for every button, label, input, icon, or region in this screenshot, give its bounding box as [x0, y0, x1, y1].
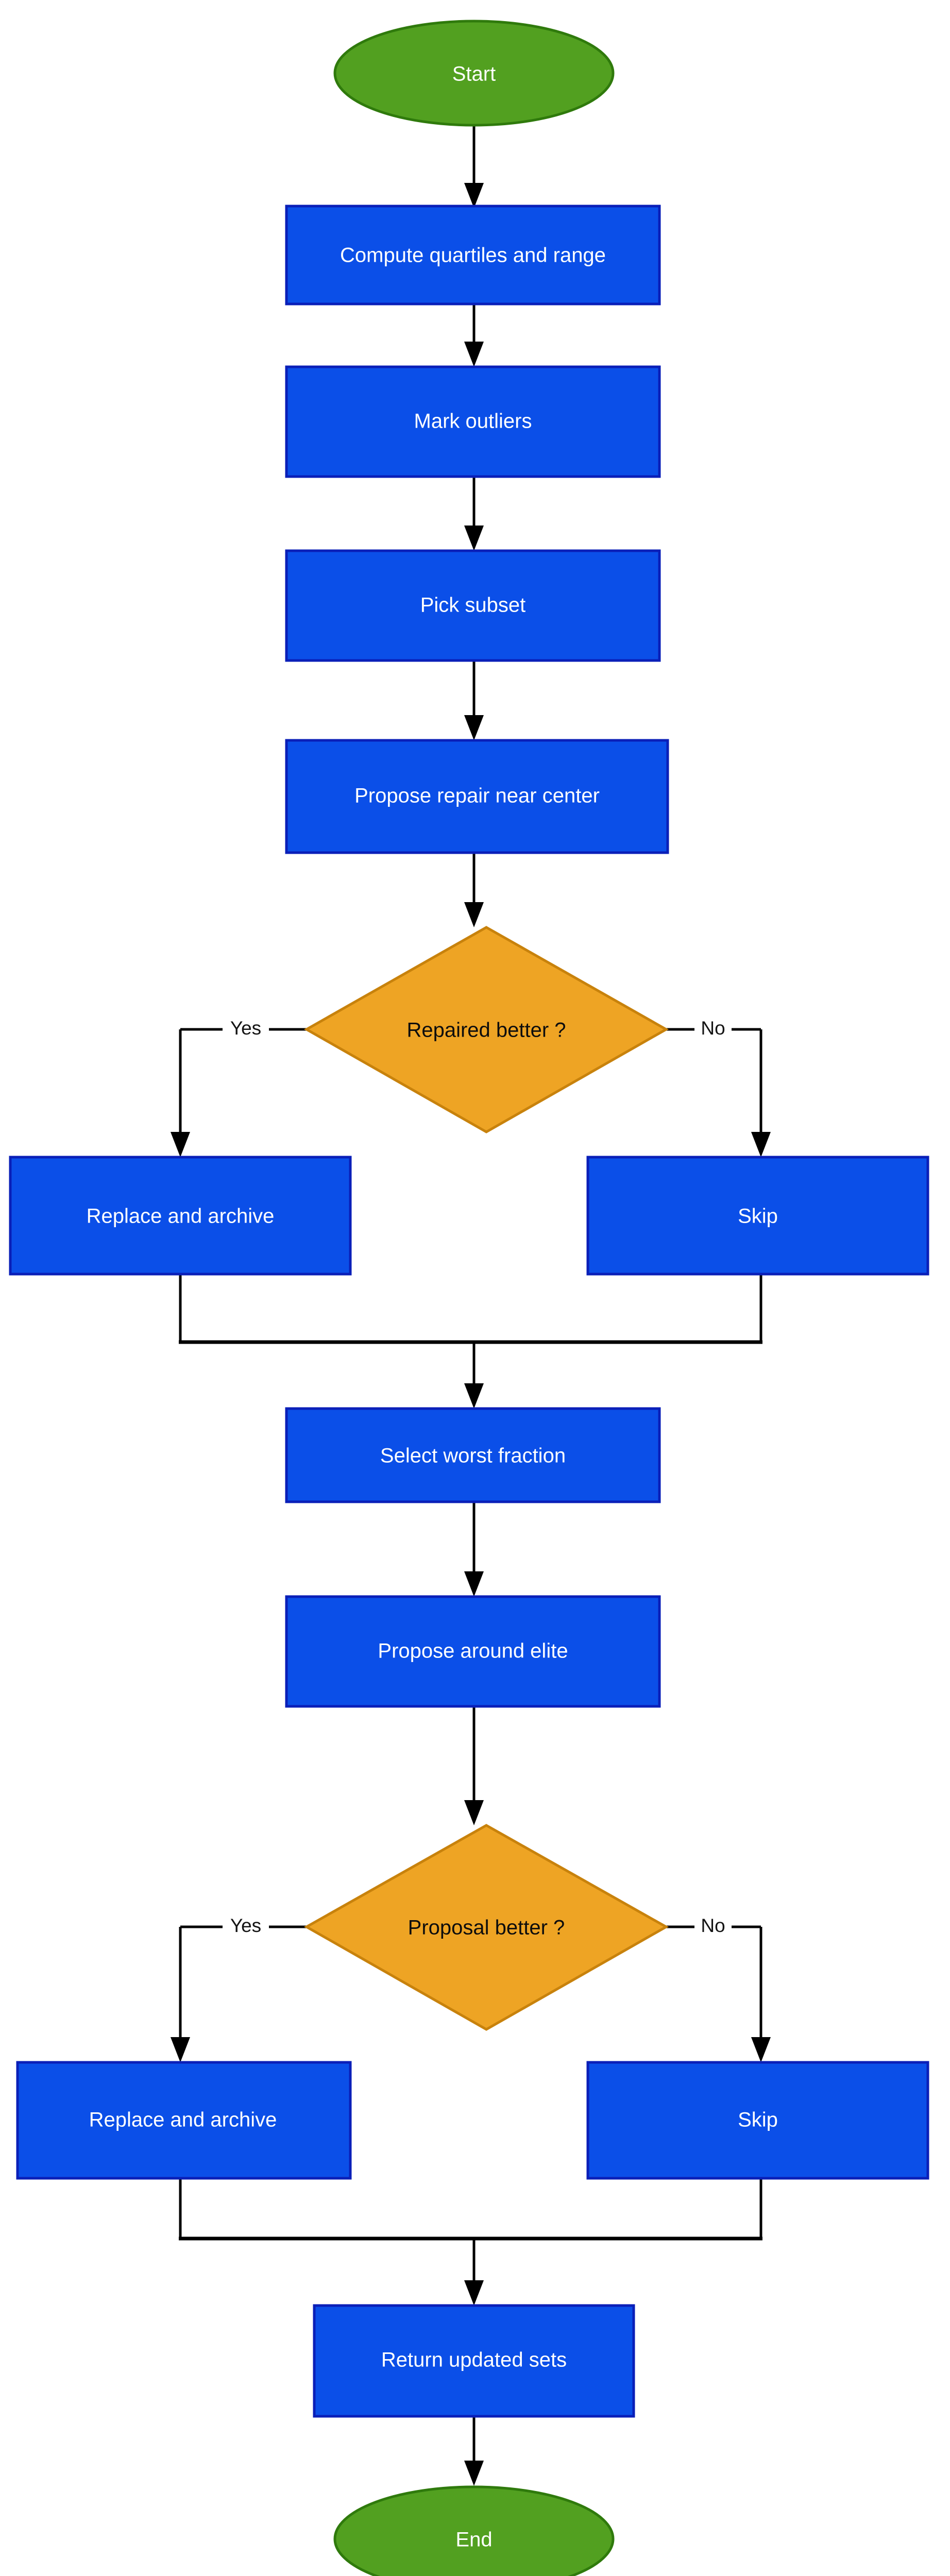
node-repaired-better[interactable]: Repaired better ? — [303, 926, 669, 1133]
node-repaired-better-label: Repaired better ? — [406, 1019, 566, 1042]
node-propose-elite[interactable]: Propose around elite — [285, 1595, 661, 1708]
edge-propose-elite-to-proposal-better — [464, 1706, 484, 1825]
node-proposal-better-label: Proposal better ? — [408, 1917, 565, 1939]
node-skip-2-label: Skip — [738, 2109, 778, 2131]
edge-repaired-better-no: No — [666, 1018, 771, 1157]
edge-proposal-better-no: No — [666, 1915, 771, 2062]
node-replace-archive-2[interactable]: Replace and archive — [16, 2061, 352, 2180]
edge-proposal-better-yes: Yes — [171, 1915, 307, 2062]
node-mark-outliers[interactable]: Mark outliers — [285, 365, 661, 478]
node-skip-1-label: Skip — [738, 1205, 778, 1228]
edge-repaired-better-yes: Yes — [171, 1018, 307, 1157]
edge-label-proposal-yes: Yes — [230, 1915, 261, 1936]
node-skip-2[interactable]: Skip — [586, 2061, 929, 2180]
edge-merge-2-to-return-sets — [179, 2178, 762, 2306]
node-end[interactable]: End — [333, 2485, 615, 2576]
node-compute-quartiles-label: Compute quartiles and range — [340, 244, 606, 267]
node-replace-archive-1-label: Replace and archive — [87, 1205, 275, 1228]
edge-propose-repair-to-repaired-better — [464, 853, 484, 927]
edge-label-repaired-no: No — [701, 1018, 725, 1039]
edge-compute-quartiles-to-mark-outliers — [464, 304, 484, 367]
nodes-layer: Start Compute quartiles and range Mark o… — [9, 20, 929, 2576]
node-replace-archive-2-label: Replace and archive — [89, 2109, 277, 2131]
edge-label-proposal-no: No — [701, 1915, 725, 1936]
node-select-worst-label: Select worst fraction — [380, 1445, 566, 1467]
node-compute-quartiles[interactable]: Compute quartiles and range — [285, 205, 661, 306]
node-start-label: Start — [452, 63, 496, 86]
node-return-sets-label: Return updated sets — [381, 2349, 567, 2371]
edges-layer: replace and archive (1) --> Yes skip (1)… — [171, 124, 771, 2486]
node-end-label: End — [455, 2529, 492, 2551]
edge-return-sets-to-end — [464, 2416, 484, 2486]
node-proposal-better[interactable]: Proposal better ? — [303, 1824, 669, 2031]
node-return-sets[interactable]: Return updated sets — [313, 2304, 635, 2418]
node-propose-repair[interactable]: Propose repair near center — [285, 739, 669, 854]
node-propose-elite-label: Propose around elite — [378, 1640, 568, 1663]
edge-merge-1-to-select-worst — [179, 1274, 762, 1409]
node-pick-subset[interactable]: Pick subset — [285, 549, 661, 662]
node-start[interactable]: Start — [333, 20, 615, 127]
edge-mark-outliers-to-pick-subset — [464, 477, 484, 551]
node-pick-subset-label: Pick subset — [420, 594, 526, 617]
node-mark-outliers-label: Mark outliers — [414, 410, 532, 433]
node-replace-archive-1[interactable]: Replace and archive — [9, 1156, 352, 1276]
node-propose-repair-label: Propose repair near center — [354, 785, 600, 807]
edge-label-repaired-yes: Yes — [230, 1018, 261, 1039]
edge-start-to-compute-quartiles — [464, 124, 484, 208]
edge-select-worst-to-propose-elite — [464, 1502, 484, 1597]
edge-pick-subset-to-propose-repair — [464, 660, 484, 740]
node-select-worst[interactable]: Select worst fraction — [285, 1407, 661, 1503]
node-skip-1[interactable]: Skip — [586, 1156, 929, 1276]
